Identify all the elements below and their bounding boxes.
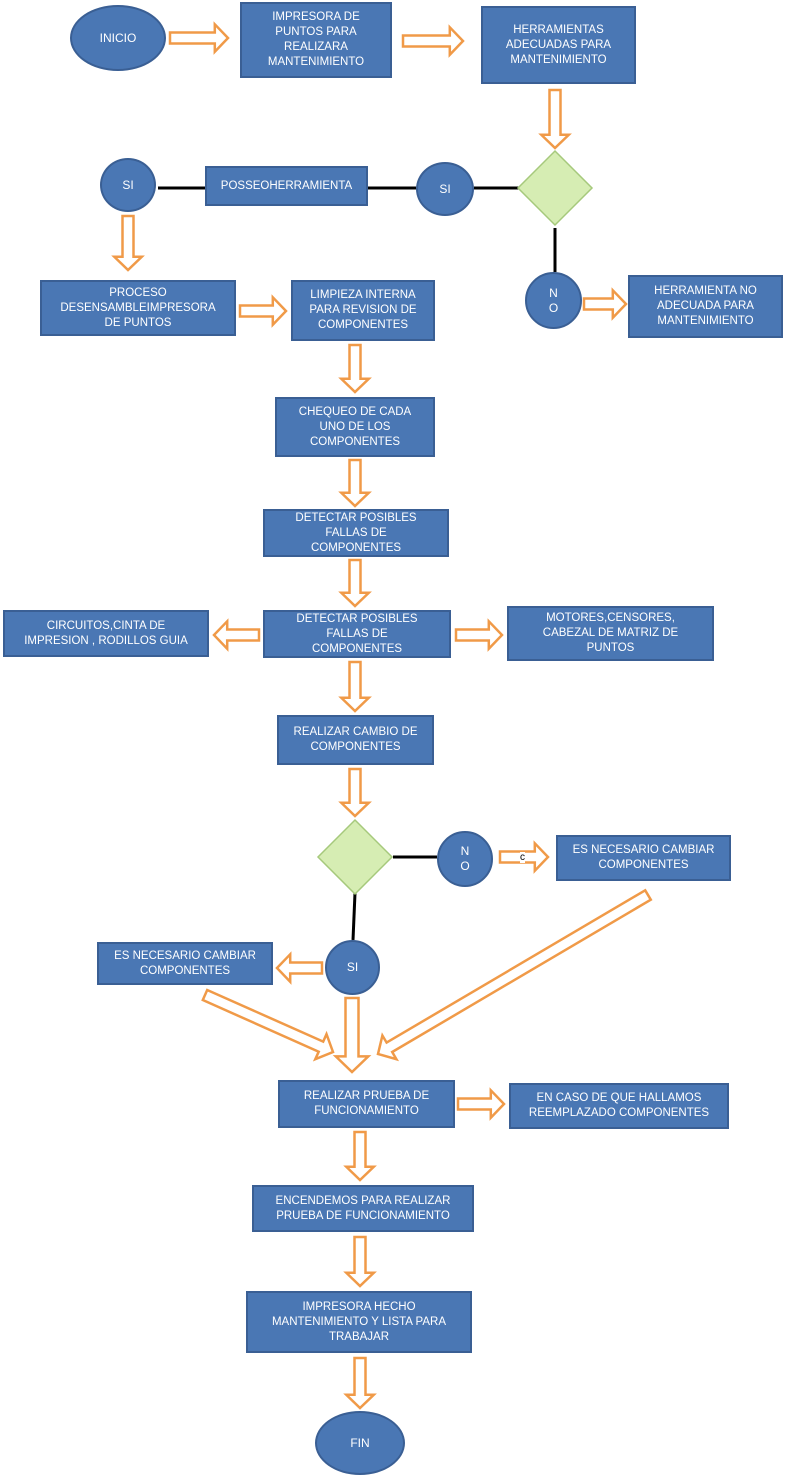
detect-failures-label-1: DETECTAR POSIBLES FALLAS DE COMPONENTES [295,511,417,554]
internal-cleaning-label: LIMPIEZA INTERNA PARA REVISION DE COMPON… [309,289,417,331]
check-components-label: CHEQUEO DE CADA UNO DE LOS COMPONENTES [298,405,412,448]
motors-box: MOTORES,CENSORES, CABEZAL DE MATRIZ DE P… [507,606,714,661]
change-components-box: REALIZAR CAMBIO DE COMPONENTES [277,715,434,765]
printer-ready-box: IMPRESORA HECHO MANTENIMIENTO Y LISTA PA… [246,1291,472,1353]
flow-arrow-3 [111,214,145,272]
detect-failures-label-2: DETECTAR POSIBLES FALLAS DE COMPONENTES [296,612,418,655]
flow-arrow-0 [168,21,230,55]
run-test-box: REALIZAR PRUEBA DE FUNCIONAMIENTO [278,1080,455,1128]
flow-arrow-4 [238,294,288,328]
run-test-label: REALIZAR PRUEBA DE FUNCIONAMIENTO [303,1090,430,1117]
dot-matrix-printer-label: IMPRESORA DE PUNTOS PARA REALIZARA MANTE… [267,11,365,68]
check-components-box: CHEQUEO DE CADA UNO DE LOS COMPONENTES [275,397,435,457]
flow-arrow-1 [401,24,465,58]
internal-cleaning-box: LIMPIEZA INTERNA PARA REVISION DE COMPON… [291,280,435,341]
flow-arrow-7 [338,458,372,508]
flow-arrow-8 [338,558,372,608]
no-mid-circle: N O [437,831,493,887]
flow-arrow-17 [376,888,653,1062]
in-case-replaced-box: EN CASO DE QUE HALLAMOS REEMPLAZADO COMP… [509,1083,729,1129]
have-tool-label: POSSEOHERRAMIENTA [220,179,353,192]
need-change-left-label: ES NECESARIO CAMBIAR COMPONENTES [114,949,256,977]
flow-arrow-10 [454,618,504,652]
have-tool-box: POSSEOHERRAMIENTA [205,166,368,206]
yes-mid-circle: SI [416,162,474,216]
end-node-label: FIN [350,1435,370,1450]
motors-label: MOTORES,CENSORES, CABEZAL DE MATRIZ DE P… [542,612,679,654]
no-top-circle: N O [525,272,582,329]
power-on-label: ENCENDEMOS PARA REALIZAR PRUEBA DE FUNCI… [275,1194,451,1222]
flow-arrow-19 [343,1130,377,1182]
yes-bottom-label: SI [346,960,359,974]
circuits-label: CIRCUITOS,CINTA DE IMPRESION , RODILLOS … [24,619,188,647]
disassembly-process-label: PROCESO DESENSAMBLEIMPRESORA DE PUNTOS [60,286,216,329]
flow-arrow-12 [338,767,372,818]
no-mid-label: N O [460,844,470,873]
yes-left-circle: SI [100,158,156,212]
need-change-left-box: ES NECESARIO CAMBIAR COMPONENTES [97,942,273,985]
dot-matrix-printer-box: IMPRESORA DE PUNTOS PARA REALIZARA MANTE… [240,2,392,78]
detect-failures-box-1: DETECTAR POSIBLES FALLAS DE COMPONENTES [263,509,449,557]
flow-arrow-15 [332,996,372,1074]
flow-arrow-9 [212,618,261,652]
flow-arrow-20 [343,1235,377,1288]
detect-failures-box-2: DETECTAR POSIBLES FALLAS DE COMPONENTES [263,610,451,658]
circuits-box: CIRCUITOS,CINTA DE IMPRESION , RODILLOS … [3,610,209,657]
start-node-label: INICIO [99,30,137,45]
flow-arrow-2 [538,88,572,150]
need-change-right-box: ES NECESARIO CAMBIAR COMPONENTES [556,835,731,881]
flow-arrow-5 [582,287,628,321]
suitable-tools-box: HERRAMIENTAS ADECUADAS PARA MANTENIMIENT… [481,6,636,84]
yes-bottom-circle: SI [325,940,380,995]
flow-arrow-21 [343,1356,377,1410]
yes-left-label: SI [122,177,134,192]
tool-not-suitable-label: HERRAMIENTA NO ADECUADA PARA MANTENIMIEN… [654,285,757,327]
in-case-replaced-label: EN CASO DE QUE HALLAMOS REEMPLAZADO COMP… [528,1092,710,1119]
yes-mid-label: SI [439,181,451,196]
disassembly-process-box: PROCESO DESENSAMBLEIMPRESORA DE PUNTOS [40,280,236,336]
small-c-label: c [520,852,525,863]
flow-arrow-18 [456,1087,506,1121]
flow-arrow-16 [201,988,335,1062]
end-node: FIN [315,1411,405,1475]
decision-diamond-tools [516,149,594,227]
need-change-right-label: ES NECESARIO CAMBIAR COMPONENTES [572,844,715,871]
line-decision-to-si-bottom [351,892,357,941]
decision-diamond-change [316,818,394,896]
tool-not-suitable-box: HERRAMIENTA NO ADECUADA PARA MANTENIMIEN… [628,275,783,338]
change-components-label: REALIZAR CAMBIO DE COMPONENTES [293,726,418,753]
start-node: INICIO [70,5,166,71]
power-on-box: ENCENDEMOS PARA REALIZAR PRUEBA DE FUNCI… [252,1185,474,1232]
printer-ready-label: IMPRESORA HECHO MANTENIMIENTO Y LISTA PA… [271,1300,447,1343]
flow-arrow-6 [338,343,372,394]
flow-arrow-11 [338,660,372,713]
flow-arrow-14 [275,951,324,985]
no-top-label: N O [548,285,559,315]
suitable-tools-label: HERRAMIENTAS ADECUADAS PARA MANTENIMIENT… [505,23,612,66]
